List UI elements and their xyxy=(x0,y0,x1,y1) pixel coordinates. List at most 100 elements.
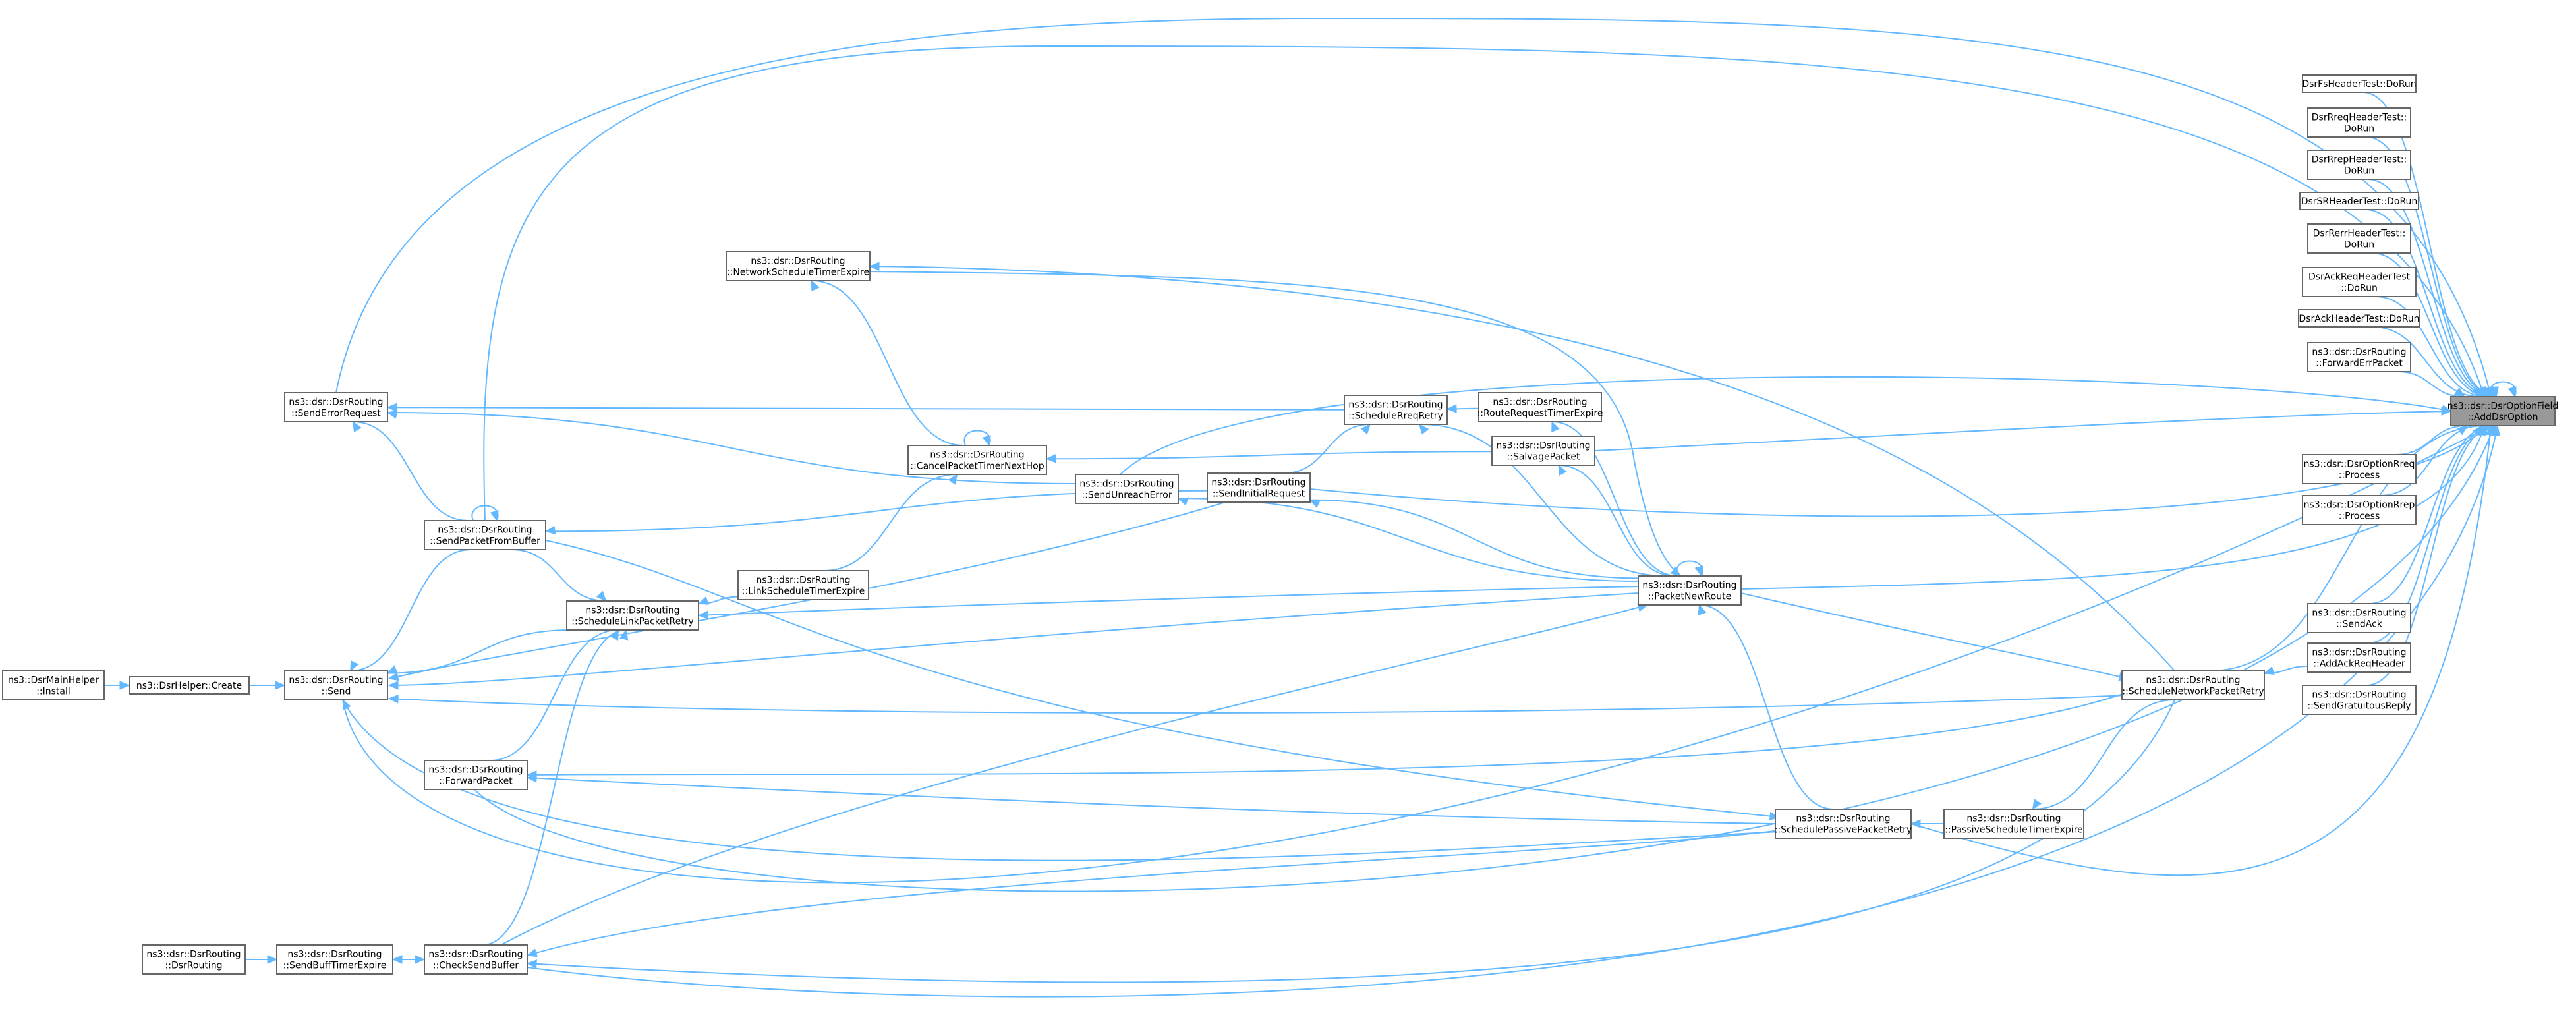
node-box xyxy=(2,670,105,700)
node-label-line: ::ScheduleLinkPacketRetry xyxy=(571,617,693,627)
node-passexp[interactable]: ns3::dsr::DsrRouting::PassiveScheduleTim… xyxy=(1943,809,2084,839)
node-srh[interactable]: DsrSRHeaderTest::DoRun xyxy=(2299,192,2419,210)
node-label-line: ns3::dsr::DsrRouting xyxy=(2312,690,2406,700)
node-label-line: ns3::dsr::DsrRouting xyxy=(428,765,523,776)
node-box xyxy=(129,676,250,695)
node-unreach[interactable]: ns3::dsr::DsrRouting::SendUnreachError xyxy=(1075,474,1179,504)
node-passretry[interactable]: ns3::dsr::DsrRouting::SchedulePassivePac… xyxy=(1775,809,1912,839)
node-label-line: DsrSRHeaderTest::DoRun xyxy=(2301,196,2418,207)
node-send[interactable]: ns3::dsr::DsrRouting::Send xyxy=(284,670,388,700)
edge-netretry-to-send xyxy=(387,694,2128,714)
node-label-line: DsrRreqHeaderTest:: xyxy=(2312,113,2407,123)
edge-fromBuffer-to-senderr xyxy=(352,420,469,521)
node-rreqh[interactable]: DsrRreqHeaderTest::DoRun xyxy=(2307,107,2411,138)
node-salvage[interactable]: ns3::dsr::DsrRouting::SalvagePacket xyxy=(1491,436,1595,466)
edge-unreach-to-senderr xyxy=(386,410,1076,484)
node-label-line: DoRun xyxy=(2344,240,2374,250)
node-senderr[interactable]: ns3::dsr::DsrRouting::SendErrorRequest xyxy=(284,392,388,422)
node-box xyxy=(142,944,246,975)
edge-newroute-to-netretry xyxy=(1740,592,2130,681)
edge-ctor-to-buftimer xyxy=(245,955,278,964)
node-label-line: ::DoRun xyxy=(2341,283,2378,294)
node-netsched[interactable]: ns3::dsr::DsrRouting::NetworkScheduleTim… xyxy=(726,251,871,281)
node-mainhelper[interactable]: ns3::DsrMainHelper::Install xyxy=(2,670,105,700)
node-box xyxy=(566,600,699,631)
edge-netsched-to-newroute xyxy=(869,271,1681,577)
edge-newroute-to-unreach xyxy=(1177,497,1639,582)
node-box xyxy=(1478,392,1602,422)
node-label-line: ::SendErrorRequest xyxy=(291,409,381,419)
node-cancel[interactable]: ns3::dsr::DsrRouting::CancelPacketTimerN… xyxy=(907,445,1047,475)
edge-forward-to-linkretry xyxy=(490,629,619,761)
node-netretry[interactable]: ns3::dsr::DsrRouting::ScheduleNetworkPac… xyxy=(2121,670,2265,700)
node-linkretry[interactable]: ns3::dsr::DsrRouting::ScheduleLinkPacket… xyxy=(566,600,699,631)
node-label-line: ::RouteRequestTimerExpire xyxy=(1477,409,1603,419)
node-gratuitous[interactable]: ns3::dsr::DsrRouting::SendGratuitousRepl… xyxy=(2302,685,2417,715)
node-box xyxy=(2302,685,2417,715)
node-fs[interactable]: DsrFsHeaderTest::DoRun xyxy=(2302,74,2417,93)
node-addack[interactable]: ns3::dsr::DsrRouting::AddAckReqHeader xyxy=(2307,642,2411,673)
node-box xyxy=(2307,642,2411,673)
node-box xyxy=(1638,575,1742,606)
node-box xyxy=(2307,107,2411,138)
edge-mainhelper-to-create xyxy=(104,681,130,690)
edge-fromBuffer-to-linkretry xyxy=(511,549,607,602)
node-optrrep[interactable]: ns3::dsr::DsrOptionRrep::Process xyxy=(2302,495,2417,525)
edge-initreq-to-send xyxy=(387,501,1226,681)
node-label-line: DsrRerrHeaderTest:: xyxy=(2313,229,2406,239)
node-fwderr[interactable]: ns3::dsr::DsrRouting::ForwardErrPacket xyxy=(2307,342,2411,372)
node-label-line: DsrRrepHeaderTest:: xyxy=(2312,155,2407,165)
node-rreph[interactable]: DsrRrepHeaderTest::DoRun xyxy=(2307,150,2411,180)
node-label-line: ns3::dsr::DsrRouting xyxy=(1642,581,1736,591)
node-label-line: ::PacketNewRoute xyxy=(1648,592,1731,602)
node-forward[interactable]: ns3::dsr::DsrRouting::ForwardPacket xyxy=(424,760,528,790)
edge-passretry-to-checkbuf xyxy=(526,830,1780,957)
node-box xyxy=(2302,267,2417,297)
edge-fromBuffer-to-focus xyxy=(483,45,2486,521)
node-label-line: ns3::dsr::DsrRouting xyxy=(2312,608,2406,619)
edge-newroute-to-salvage xyxy=(1558,464,1674,577)
node-box xyxy=(2307,342,2411,372)
node-box xyxy=(726,251,871,281)
node-newroute[interactable]: ns3::dsr::DsrRouting::PacketNewRoute xyxy=(1638,575,1742,606)
node-checkbuf[interactable]: ns3::dsr::DsrRouting::CheckSendBuffer xyxy=(424,944,528,975)
node-label-line: ns3::dsr::DsrRouting xyxy=(2146,675,2240,686)
node-label-line: ::AddAckReqHeader xyxy=(2313,659,2405,670)
node-label-line: ns3::dsr::DsrRouting xyxy=(2312,648,2406,658)
node-box xyxy=(907,445,1047,475)
node-optrreq[interactable]: ns3::dsr::DsrOptionRreq::Process xyxy=(2302,454,2417,484)
node-box xyxy=(1943,809,2084,839)
node-rreqretry[interactable]: ns3::dsr::DsrRouting::ScheduleRreqRetry xyxy=(1344,395,1448,425)
node-routereq[interactable]: ns3::dsr::DsrRouting::RouteRequestTimerE… xyxy=(1477,392,1603,422)
node-label-line: ns3::dsr::DsrRouting xyxy=(1493,397,1587,408)
node-label-line: ns3::DsrMainHelper xyxy=(8,675,99,686)
node-fromBuffer[interactable]: ns3::dsr::DsrRouting::SendPacketFromBuff… xyxy=(424,520,546,550)
node-rerrh[interactable]: DsrRerrHeaderTest::DoRun xyxy=(2307,223,2411,254)
node-label-line: ns3::dsr::DsrRouting xyxy=(438,525,532,536)
node-focus[interactable]: ns3::dsr::DsrOptionField::AddDsrOption xyxy=(2447,396,2559,426)
node-box xyxy=(284,392,388,422)
node-label-line: DoRun xyxy=(2344,124,2374,134)
node-box xyxy=(2299,192,2419,210)
edge-fromBuffer-to-fromBuffer xyxy=(471,505,499,522)
node-box xyxy=(284,670,388,700)
edge-checkbuf-to-buftimer xyxy=(391,955,424,964)
node-label-line: ::Install xyxy=(36,687,71,697)
node-ackreqh[interactable]: DsrAckReqHeaderTest::DoRun xyxy=(2302,267,2417,297)
node-label-line: ::CheckSendBuffer xyxy=(433,961,519,971)
node-label-line: ::SendInitialRequest xyxy=(1213,489,1305,500)
node-ctor[interactable]: ns3::dsr::DsrRouting::DsrRouting xyxy=(142,944,246,975)
node-box xyxy=(2450,396,2556,426)
node-initreq[interactable]: ns3::dsr::DsrRouting::SendInitialRequest xyxy=(1207,472,1311,503)
edge-cancel-to-cancel xyxy=(963,430,991,447)
node-sendack[interactable]: ns3::dsr::DsrRouting::SendAck xyxy=(2307,603,2411,633)
edge-senderr-to-focus xyxy=(335,17,2494,398)
node-label-line: ::Send xyxy=(322,687,351,697)
node-label-line: ::AddDsrOption xyxy=(2467,413,2538,423)
node-label-line: DsrAckHeaderTest::DoRun xyxy=(2299,314,2419,324)
node-create[interactable]: ns3::DsrHelper::Create xyxy=(129,676,250,695)
node-ackh[interactable]: DsrAckHeaderTest::DoRun xyxy=(2298,309,2420,328)
node-buftimer[interactable]: ns3::dsr::DsrRouting::SendBuffTimerExpir… xyxy=(276,944,393,975)
node-box xyxy=(1344,395,1448,425)
node-linkexp[interactable]: ns3::dsr::DsrRouting::LinkScheduleTimerE… xyxy=(737,570,869,600)
